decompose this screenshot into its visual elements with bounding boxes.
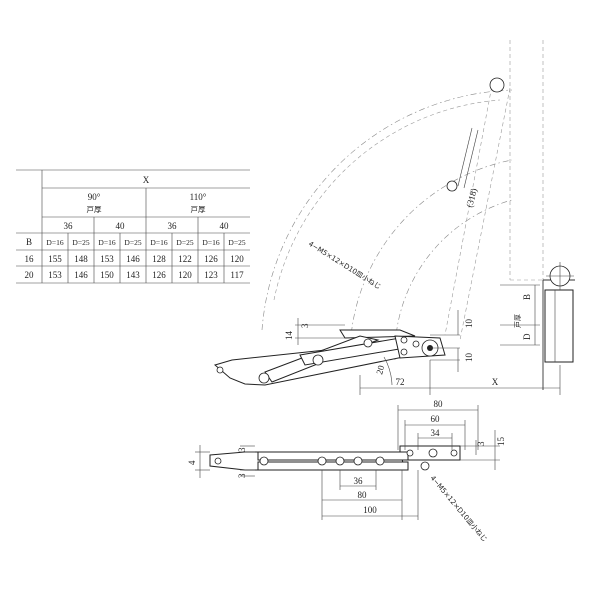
dim-100: 100: [363, 505, 377, 515]
dim-318: (318): [464, 187, 479, 208]
top-hole: [406, 449, 414, 457]
table-d25-2: D=25: [124, 238, 141, 247]
table-angle-90: 90°: [88, 192, 101, 202]
pivot-pin: [258, 372, 270, 384]
table-header-x: X: [143, 175, 150, 185]
dim-36: 36: [354, 476, 364, 486]
top-hole: [259, 456, 269, 466]
dim-60: 60: [431, 414, 441, 424]
top-hole: [375, 456, 385, 466]
table-cell: 128: [152, 254, 166, 264]
swing-arc-middle: [349, 159, 513, 361]
table-cell: 146: [74, 270, 88, 280]
table-thickness-36-b: 36: [168, 221, 178, 231]
table-b-label: B: [26, 237, 32, 247]
dim-20: 20: [374, 364, 386, 376]
table-cell: 117: [230, 270, 244, 280]
dim-3-side: 3: [300, 323, 310, 328]
table-cell: 153: [100, 254, 114, 264]
dim-x: X: [492, 377, 499, 387]
table-thickness-40-b: 40: [220, 221, 230, 231]
top-dimension-lines: [195, 405, 500, 520]
dim-14: 14: [284, 331, 294, 341]
swing-arc-radius: [273, 99, 501, 301]
table-cell: 148: [74, 254, 88, 264]
dim-d: D: [522, 333, 532, 340]
table-cell: 122: [178, 254, 192, 264]
pivot-pin: [216, 366, 224, 374]
table-cell: 155: [48, 254, 62, 264]
table-d25-4: D=25: [228, 238, 245, 247]
table-door-thickness-90: 戸厚: [87, 205, 102, 214]
table-cell: 126: [204, 254, 218, 264]
dim-80-bottom: 80: [358, 490, 368, 500]
door-thickness-label: 戸厚: [514, 314, 522, 328]
open-door-outline: [444, 77, 511, 341]
dim-10-lower: 10: [464, 353, 474, 363]
table-angle-110: 110°: [190, 192, 207, 202]
top-hole: [335, 456, 345, 466]
pivot-pin: [312, 354, 324, 366]
table-door-thickness-110: 戸厚: [191, 205, 206, 214]
dim-b: B: [522, 294, 532, 300]
side-screw-note: 4−M5×12×D10皿小ねじ: [307, 239, 383, 291]
dim-10-upper: 10: [464, 319, 474, 329]
top-hole: [353, 456, 363, 466]
dim-34: 34: [431, 428, 441, 438]
pivot-pin: [412, 340, 420, 348]
table-d16-2: D=16: [98, 238, 115, 247]
table-cell: 143: [126, 270, 140, 280]
table-cell: 153: [48, 270, 62, 280]
table-row-1-b: 16: [25, 254, 35, 264]
table-d16-1: D=16: [46, 238, 63, 247]
table-row-2-b: 20: [25, 270, 35, 280]
side-dimension-lines: [295, 284, 561, 395]
pivot-pin: [400, 336, 408, 344]
dim-3-right: 3: [476, 441, 486, 446]
table-d16-3: D=16: [150, 238, 167, 247]
table-cell: 126: [152, 270, 166, 280]
dim-4: 4: [187, 460, 197, 465]
top-hole: [317, 456, 327, 466]
top-screw-note: 4−M5×12×D10皿小ねじ: [428, 474, 489, 544]
top-hole: [420, 461, 430, 471]
table-cell: 150: [100, 270, 114, 280]
top-view: 80 60 34 3 15 4 3 3 36 80 100 4−M5×12×D1…: [187, 399, 506, 543]
table-d16-4: D=16: [202, 238, 219, 247]
dimension-table: X 90° 110° 戸厚 戸厚 36 40 36 40 B D=16 D=25…: [16, 169, 250, 284]
table-thickness-40-a: 40: [116, 221, 126, 231]
top-hole: [450, 449, 458, 457]
top-hole: [214, 457, 222, 465]
table-cell: 146: [126, 254, 140, 264]
table-thickness-36-a: 36: [64, 221, 74, 231]
side-view: 4−M5×12×D10皿小ねじ (318) 14 3 10 10 72 X 20…: [213, 40, 575, 395]
dim-80-top: 80: [434, 399, 444, 409]
pivot-pin: [400, 348, 408, 356]
dim-72: 72: [396, 377, 405, 387]
dim-3-a: 3: [237, 447, 247, 452]
table-d25-1: D=25: [72, 238, 89, 247]
table-cell: 120: [178, 270, 192, 280]
pivot-pin: [363, 338, 373, 348]
table-cell: 123: [204, 270, 218, 280]
dim-15: 15: [496, 437, 506, 447]
dim-3-b: 3: [237, 473, 247, 478]
table-cell: 120: [230, 254, 244, 264]
top-arm-bar: [257, 451, 409, 461]
top-arm-bar-lower: [257, 461, 409, 471]
cabinet-frame: [509, 40, 575, 390]
top-hole: [428, 448, 438, 458]
swing-arc-outer: [261, 89, 513, 331]
table-d25-3: D=25: [176, 238, 193, 247]
